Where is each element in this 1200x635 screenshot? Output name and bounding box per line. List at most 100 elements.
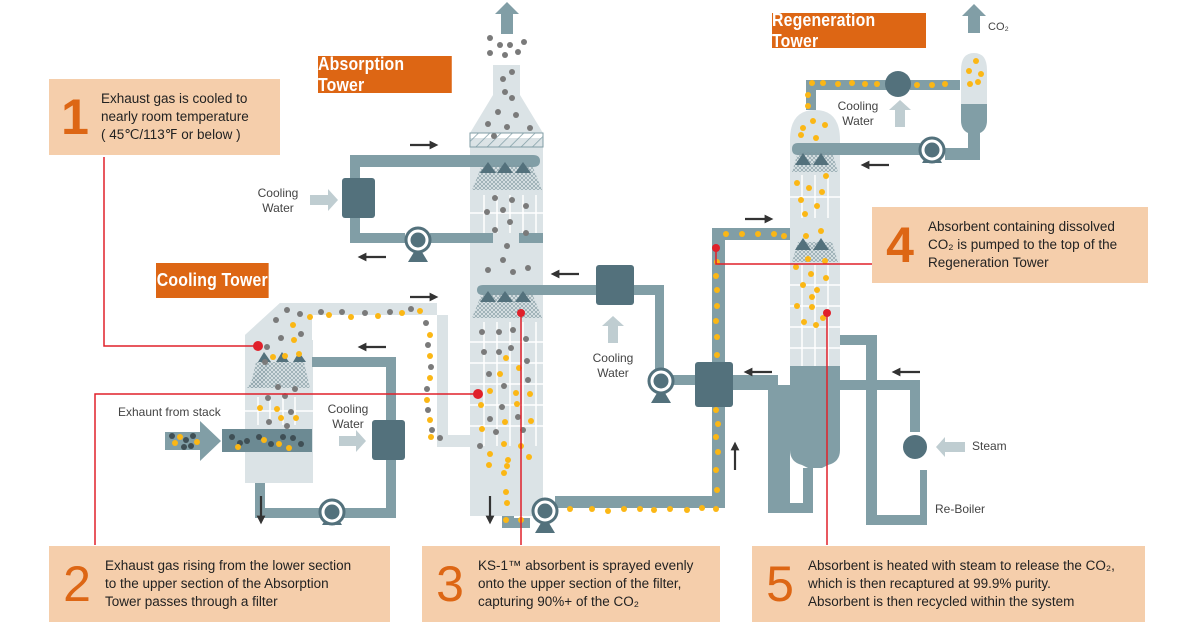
gas-dot [507, 42, 513, 48]
gas-dot [491, 133, 497, 139]
cooling-water-label: Cooling Water [318, 402, 378, 432]
gas-dot [504, 243, 510, 249]
absorbent-dot [967, 81, 973, 87]
gas-dot [487, 416, 493, 422]
demister [469, 132, 544, 148]
cooling-water-label-line: Water [262, 201, 294, 215]
absorbent-dot [715, 449, 721, 455]
absorbent-dot [278, 415, 284, 421]
cooling-water-label-line: Cooling [592, 351, 634, 365]
absorbent-dot [808, 271, 814, 277]
wash-loop-pipe-top [350, 155, 540, 178]
gas-dot [298, 441, 304, 447]
gas-dot [428, 364, 434, 370]
cooling-water-arrow-icon [310, 189, 338, 211]
absorbent-dot [713, 273, 719, 279]
pump-icon [318, 498, 346, 526]
heat-exchanger-icon [695, 362, 733, 407]
gas-dot [387, 309, 393, 315]
steam-label: Steam [972, 439, 1007, 453]
absorbent-dot [501, 441, 507, 447]
absorbent-dot [513, 390, 519, 396]
absorbent-dot [274, 406, 280, 412]
absorbent-dot [684, 507, 690, 513]
gas-dot [425, 342, 431, 348]
gas-dot [181, 444, 187, 450]
step-number: 3 [436, 556, 464, 612]
reboiler-label: Re-Boiler [935, 502, 986, 516]
gas-dot [169, 433, 175, 439]
absorbent-dot [194, 439, 200, 445]
absorbent-dot [975, 79, 981, 85]
absorbent-dot [479, 426, 485, 432]
cooling-water-label-line: Cooling [327, 402, 369, 416]
gas-dot [509, 69, 515, 75]
absorbent-dot [399, 310, 405, 316]
absorbent-dot [527, 391, 533, 397]
co2-output-label: CO₂ [988, 21, 1009, 33]
absorbent-dot [667, 506, 673, 512]
gas-dot [292, 386, 298, 392]
step-text-line: Absorbent is then recycled within the sy… [808, 594, 1075, 609]
absorbent-dot [814, 203, 820, 209]
absorbent-dot [813, 322, 819, 328]
pump-icon [404, 226, 432, 262]
absorbent-dot [621, 506, 627, 512]
absorbent-dot [487, 451, 493, 457]
gas-dot [513, 112, 519, 118]
gas-dot [290, 435, 296, 441]
callout-dot-5 [823, 309, 831, 317]
step-text-line: Absorbent is heated with steam to releas… [808, 558, 1115, 573]
cooling-water-arrow-icon [602, 316, 624, 343]
gas-dot [525, 377, 531, 383]
pump-icon [647, 367, 675, 403]
gas-dot [487, 35, 493, 41]
gas-dot [492, 227, 498, 233]
absorbent-dot [486, 462, 492, 468]
absorbent-dot [814, 287, 820, 293]
gas-dot [244, 438, 250, 444]
absorbent-dot [375, 313, 381, 319]
gas-dot [485, 267, 491, 273]
gas-dot [424, 386, 430, 392]
absorbent-dot [427, 353, 433, 359]
gas-dot [362, 310, 368, 316]
regen-packing-bottom [790, 265, 840, 366]
step-note-2: 2 Exhaust gas rising from the lower sect… [49, 546, 390, 622]
gas-dot [190, 433, 196, 439]
absorbent-dot [755, 231, 761, 237]
absorbent-dot [809, 304, 815, 310]
gas-dot [525, 265, 531, 271]
step-text-line: Exhaust gas rising from the lower sectio… [105, 558, 352, 573]
absorbent-dot [803, 233, 809, 239]
gas-dot [485, 121, 491, 127]
absorbent-dot [504, 500, 510, 506]
absorbent-dot [715, 421, 721, 427]
callout-lines [94, 157, 872, 545]
cooling-loop-pipe-right [340, 460, 396, 518]
absorbent-dot [810, 118, 816, 124]
callout-line-4 [715, 248, 872, 265]
exhaust-outlet-arrow-icon [495, 2, 519, 34]
cooling-tower-title: Cooling Tower [156, 263, 269, 298]
heat-exchanger-icon [596, 265, 634, 305]
gas-dot [496, 349, 502, 355]
absorbent-dot [806, 185, 812, 191]
absorbent-dot [823, 173, 829, 179]
absorbent-dot [270, 354, 276, 360]
gas-dot [495, 109, 501, 115]
gas-dot [437, 435, 443, 441]
absorbent-dot [172, 440, 178, 446]
absorbent-dot [503, 355, 509, 361]
absorbent-dot [781, 233, 787, 239]
step-text-line: to the upper section of the Absorption [105, 576, 329, 591]
absorbent-dot [835, 81, 841, 87]
lower-sprayers [472, 291, 542, 318]
gas-dot [256, 434, 262, 440]
absorbent-dot [849, 80, 855, 86]
step-number: 2 [63, 556, 91, 612]
step-note-1: 1 Exhaust gas is cooled to nearly room t… [49, 79, 280, 155]
callout-line-1 [103, 157, 258, 347]
step-text-line: Regeneration Tower [928, 255, 1049, 270]
absorbent-dot [809, 80, 815, 86]
